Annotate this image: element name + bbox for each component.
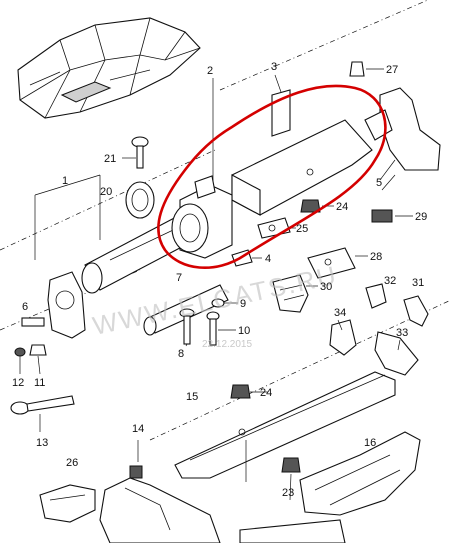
callout-6: 6 <box>22 301 28 313</box>
part-20-ring <box>125 181 155 219</box>
part-9-washer <box>211 298 238 308</box>
part-24-nut-upper <box>300 199 334 213</box>
highlight-oval <box>157 84 387 269</box>
guide-line <box>149 299 451 441</box>
guide-line <box>219 0 429 91</box>
leader-lines <box>185 174 401 501</box>
callout-34: 34 <box>334 307 346 319</box>
car-body-thumbnail <box>17 17 201 119</box>
callout-23: 23 <box>282 487 294 499</box>
callout-25: 25 <box>296 223 308 235</box>
part-3-bracket <box>271 74 291 137</box>
callout-24-lower: 24 <box>260 387 272 399</box>
part-13-tow-eye <box>10 395 75 432</box>
part-11-nut <box>29 344 47 375</box>
callout-20: 20 <box>100 186 112 198</box>
callout-29: 29 <box>415 211 427 223</box>
part-33-panel <box>374 331 419 376</box>
lower-floor-edge <box>239 519 346 543</box>
callout-15: 15 <box>186 391 198 403</box>
part-14-bracket <box>99 440 221 543</box>
part-31-bracket <box>403 295 429 327</box>
callout-24-upper: 24 <box>336 201 348 213</box>
callout-31: 31 <box>412 277 424 289</box>
part-23-nut <box>281 457 301 473</box>
callout-16: 16 <box>364 437 376 449</box>
part-27-grommet <box>349 61 384 77</box>
part-10-bolt <box>206 311 236 346</box>
part-15-sill <box>174 371 396 479</box>
callout-26: 26 <box>66 457 78 469</box>
part-34-bracket <box>329 319 357 356</box>
callout-28: 28 <box>370 251 382 263</box>
callout-12: 12 <box>12 377 24 389</box>
guide-line <box>0 149 216 251</box>
callout-21: 21 <box>104 153 116 165</box>
part-21-bolt <box>122 136 149 169</box>
callout-1: 1 <box>62 175 68 187</box>
callout-5: 5 <box>376 177 382 189</box>
callout-14: 14 <box>132 423 144 435</box>
callout-3: 3 <box>271 61 277 73</box>
part-29-clip <box>371 209 413 223</box>
callout-32: 32 <box>384 275 396 287</box>
callout-2: 2 <box>207 65 213 77</box>
part-6-flange <box>21 271 86 339</box>
watermark-date: 22.12.2015 <box>202 339 252 350</box>
part-2-cylinder <box>171 175 233 259</box>
callout-8: 8 <box>178 348 184 360</box>
part-24-nut-lower <box>230 384 251 399</box>
part-32-bracket <box>365 283 387 309</box>
callout-30: 30 <box>320 281 332 293</box>
callout-11: 11 <box>34 377 45 389</box>
part-26-bracket <box>39 484 96 523</box>
part-12-washer <box>14 347 26 374</box>
callout-7: 7 <box>176 272 182 284</box>
part-28-plate <box>307 247 368 279</box>
part-30-bracket <box>272 274 318 313</box>
part-1-tube <box>81 214 196 294</box>
callout-27: 27 <box>386 64 398 76</box>
callout-33: 33 <box>396 327 408 339</box>
callout-10: 10 <box>238 325 250 337</box>
part-16-panel <box>299 431 421 516</box>
callout-13: 13 <box>36 437 48 449</box>
callout-9: 9 <box>240 298 246 310</box>
callout-4: 4 <box>265 253 271 265</box>
part-1-leader <box>34 174 101 260</box>
